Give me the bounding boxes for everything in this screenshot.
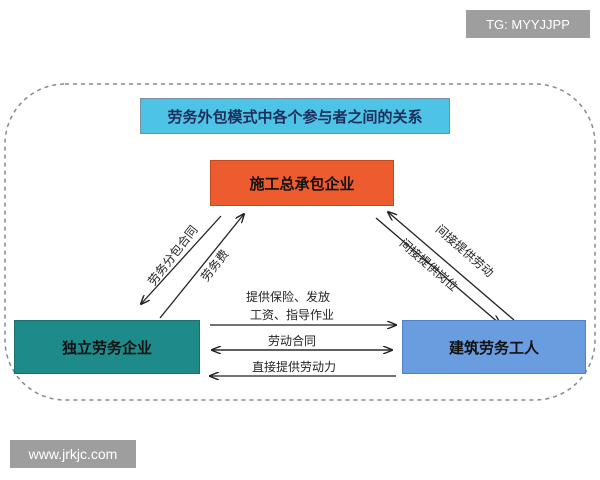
dashed-frame: [4, 83, 596, 401]
label-labor-contract: 劳动合同: [268, 334, 317, 348]
node-worker: 建筑劳务工人: [402, 320, 586, 374]
node-general-contractor: 施工总承包企业: [210, 160, 394, 206]
arrow-labor-to-gc: [388, 212, 515, 321]
node-labor-company: 独立劳务企业: [14, 320, 200, 374]
label-insurance-line1: 提供保险、发放: [246, 290, 331, 304]
watermark-bottom-left: www.jrkjc.com: [10, 440, 136, 468]
label-direct-labor: 直接提供劳动力: [252, 360, 337, 374]
arrow-fee-to-gc: [159, 214, 244, 319]
arrow-post-to-worker: [375, 217, 500, 324]
watermark-top-right: TG: MYYJJPP: [466, 10, 590, 38]
arrow-contract-to-sub: [141, 215, 222, 304]
diagram-title: 劳务外包模式中各个参与者之间的关系: [140, 98, 450, 134]
label-insurance-line2: 工资、指导作业: [250, 308, 335, 322]
